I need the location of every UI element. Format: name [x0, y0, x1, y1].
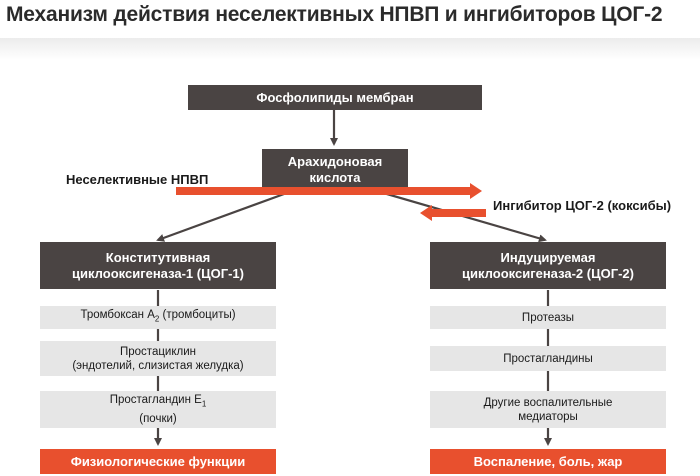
node-phospholipids: Фосфолипиды мембран: [188, 85, 482, 110]
item-prostaglandins: Простагландины: [430, 346, 666, 371]
label-cox2-inhibitor: Ингибитор ЦОГ-2 (коксибы): [493, 198, 672, 213]
node-arachidonic-line2: кислота: [309, 169, 361, 185]
item-prostacyclin-line2: (эндотелий, слизистая желудка): [72, 359, 244, 372]
item-prostaglandins-label: Простагландины: [503, 352, 593, 365]
cox2-inhibitor-arrowhead: [420, 205, 432, 221]
cox2-inhibitor-bar: [432, 209, 486, 217]
node-cox1-line1: Конститутивная: [105, 249, 211, 265]
item-thromboxane: Тромбоксан A2 (тромбоциты): [40, 306, 276, 329]
item-other-mediators-line1: Другие воспалительные: [483, 396, 613, 409]
result-inflammation-pain-fever: Воспаление, боль, жар: [430, 449, 666, 474]
result-physiological-functions: Физиологические функции: [40, 449, 276, 474]
arrow-arachidonic-to-cox1: [156, 188, 296, 242]
node-cox2-line2: циклооксигеназа-2 (ЦОГ-2): [462, 265, 634, 281]
node-cox2-line1: Индуцируемая: [500, 249, 596, 265]
node-cox1: Конститутивная циклооксигеназа-1 (ЦОГ-1): [40, 242, 276, 289]
result-inflammation-label: Воспаление, боль, жар: [473, 454, 623, 469]
item-prostacyclin: Простациклин (эндотелий, слизистая желуд…: [40, 341, 276, 376]
item-proteases: Протеазы: [430, 306, 666, 329]
item-other-mediators: Другие воспалительные медиаторы: [430, 391, 666, 428]
item-proteases-label: Протеазы: [521, 311, 575, 324]
item-prostaglandin-e1: Простагландин E1 (почки): [40, 391, 276, 428]
node-arachidonic-acid: Арахидоновая кислота: [262, 149, 408, 190]
result-physiological-label: Физиологические функции: [70, 454, 246, 469]
node-cox2: Индуцируемая циклооксигеназа-2 (ЦОГ-2): [430, 242, 666, 289]
nonselective-arrowhead: [470, 183, 482, 199]
item-prostaglandin-e1-line1: Простагландин E1: [109, 394, 207, 409]
page-title: Механизм действия неселективных НПВП и и…: [6, 3, 663, 26]
item-thromboxane-label: Тромбоксан A2 (тромбоциты): [80, 309, 236, 324]
header-divider: [0, 38, 700, 60]
node-cox1-line2: циклооксигеназа-1 (ЦОГ-1): [72, 265, 244, 281]
nonselective-bar: [176, 187, 470, 195]
item-prostaglandin-e1-line2: (почки): [139, 412, 177, 425]
item-prostacyclin-line1: Простациклин: [120, 345, 196, 358]
node-arachidonic-line1: Арахидоновая: [287, 153, 383, 169]
item-other-mediators-line2: медиаторы: [518, 410, 578, 423]
label-nonselective-nsaids: Неселективные НПВП: [66, 172, 209, 187]
node-phospholipids-label: Фосфолипиды мембран: [256, 89, 414, 105]
